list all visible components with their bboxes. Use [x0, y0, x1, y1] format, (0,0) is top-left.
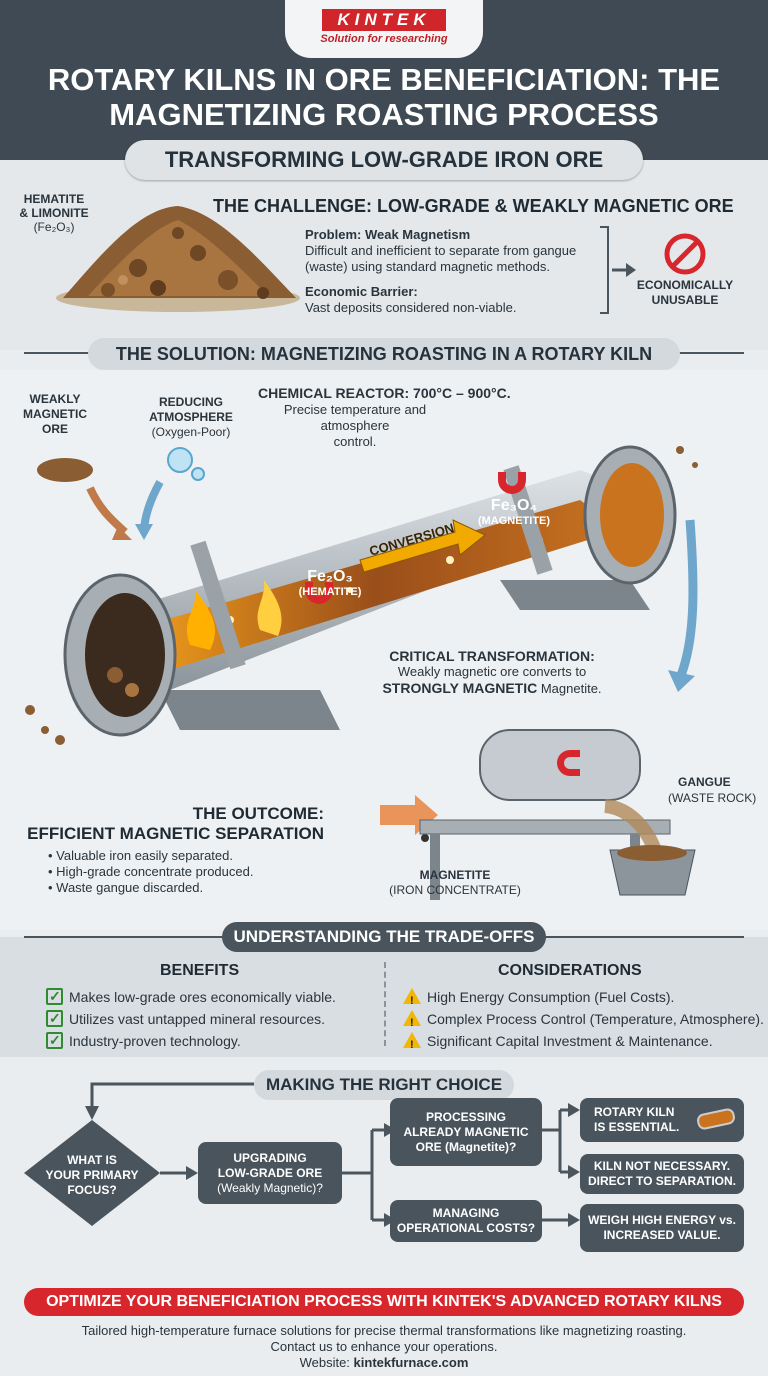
- check-icon: [46, 985, 63, 1007]
- reactor-title: CHEMICAL REACTOR: 700°C – 900°C.: [258, 385, 511, 401]
- barrier-text: Vast deposits considered non-viable.: [305, 300, 517, 315]
- outcome-title: THE OUTCOME:EFFICIENT MAGNETIC SEPARATIO…: [27, 804, 324, 843]
- brand-tagline: Solution for researching: [320, 33, 448, 45]
- check-icon: [46, 1029, 63, 1051]
- benefits-list: Makes low-grade ores economically viable…: [46, 985, 336, 1052]
- magnetite-label: Fe₃O₄(MAGNETITE): [477, 497, 551, 527]
- page-title: ROTARY KILNS IN ORE BENEFICIATION: THE M…: [47, 62, 721, 132]
- problem-text: Difficult and inefficient to separate fr…: [305, 243, 577, 274]
- rotary-kiln-illustration: [25, 445, 698, 745]
- considerations-title: CONSIDERATIONS: [498, 962, 642, 979]
- challenge-heading: THE CHALLENGE: LOW-GRADE & WEAKLY MAGNET…: [213, 196, 734, 216]
- subtitle-pill: TRANSFORMING LOW-GRADE IRON ORE: [125, 140, 643, 180]
- check-icon: [46, 1007, 63, 1029]
- website-link[interactable]: kintekfurnace.com: [353, 1355, 469, 1370]
- benefits-title: BENEFITS: [160, 962, 240, 979]
- mini-kiln-icon: [697, 1108, 735, 1130]
- footer-text: Tailored high-temperature furnace soluti…: [81, 1323, 687, 1370]
- ore-label: HEMATITE & LIMONITE (Fe₂O₃): [19, 192, 89, 234]
- ore-pile-illustration: [56, 206, 300, 312]
- magnetite-output-label: MAGNETITE(IRON CONCENTRATE): [389, 868, 521, 897]
- tradeoffs-heading: UNDERSTANDING THE TRADE-OFFS: [222, 922, 546, 952]
- cta-banner[interactable]: OPTIMIZE YOUR BENEFICIATION PROCESS WITH…: [24, 1288, 744, 1316]
- warning-icon: [403, 988, 421, 1012]
- column-divider: [384, 962, 386, 1046]
- warning-icon: [403, 1010, 421, 1034]
- node-weigh-energy: WEIGH HIGH ENERGY vs.INCREASED VALUE.: [580, 1204, 744, 1252]
- outcome-bullets: • Valuable iron easily separated.• High-…: [48, 848, 254, 895]
- gangue-label: GANGUE(WASTE ROCK): [668, 775, 757, 805]
- node-kiln-not-necessary: KILN NOT NECESSARY.DIRECT TO SEPARATION.: [580, 1154, 744, 1194]
- prohibited-icon: [664, 233, 706, 275]
- considerations-list: High Energy Consumption (Fuel Costs). Co…: [403, 986, 764, 1056]
- barrier-title: Economic Barrier:: [305, 284, 418, 299]
- solution-heading: THE SOLUTION: MAGNETIZING ROASTING IN A …: [88, 338, 680, 370]
- decision-flow-lines: [24, 1082, 580, 1227]
- bracket-arrow: [600, 226, 636, 314]
- magnetic-separator-illustration: [380, 729, 696, 900]
- problem-title: Problem: Weak Magnetism: [305, 227, 471, 242]
- warning-icon: [403, 1032, 421, 1056]
- choice-heading: MAKING THE RIGHT CHOICE: [254, 1070, 514, 1100]
- transformation-note: CRITICAL TRANSFORMATION: Weakly magnetic…: [382, 648, 602, 696]
- hematite-label: Fe₂O₃(HEMATITE): [298, 568, 362, 598]
- brand-logo: KINTEK: [322, 9, 446, 31]
